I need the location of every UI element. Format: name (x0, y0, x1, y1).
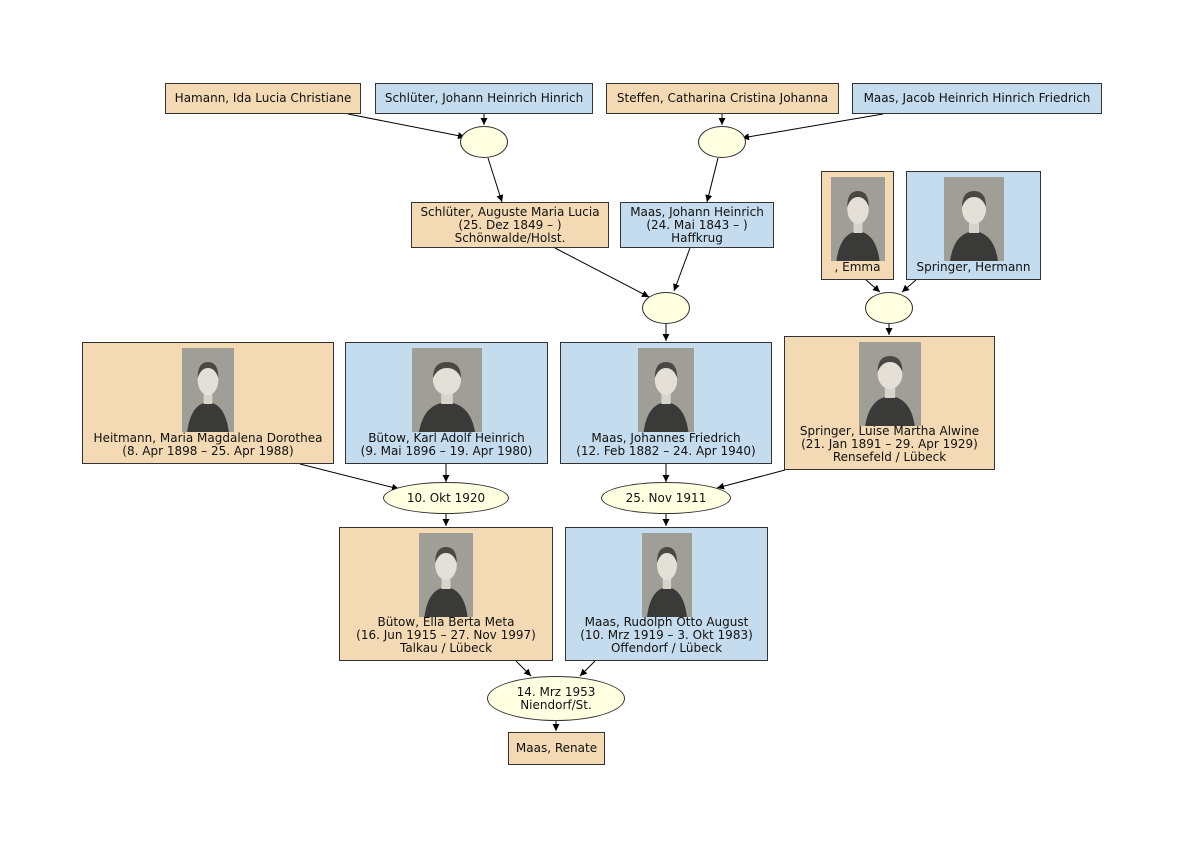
edge (554, 247, 650, 298)
person-detail: (21. Jan 1891 – 29. Apr 1929) (801, 437, 978, 451)
person-detail: (9. Mai 1896 – 19. Apr 1980) (360, 444, 533, 458)
family-node-maas-old[interactable] (698, 126, 746, 158)
person-maas-renate[interactable]: Maas, Renate (508, 732, 605, 765)
person-detail: Offendorf / Lübeck (610, 641, 723, 655)
person-name: Hamann, Ida Lucia Christiane (174, 91, 352, 105)
person-name: Schlüter, Johann Heinrich Hinrich (384, 91, 584, 105)
person-detail: Rensefeld / Lübeck (832, 450, 947, 464)
edge (487, 157, 504, 203)
edge (741, 113, 884, 141)
person-detail: (8. Apr 1898 – 25. Apr 1988) (122, 444, 294, 458)
person-hamann-ida[interactable]: Hamann, Ida Lucia Christiane (165, 83, 361, 114)
edge (716, 469, 786, 490)
edge (673, 247, 691, 292)
edge (515, 660, 532, 677)
person-name: Maas, Rudolph Otto August (584, 615, 749, 629)
marriage-place: Niendorf/St. (520, 697, 592, 712)
person-name: Bütow, Karl Adolf Heinrich (368, 431, 525, 445)
person-detail: (25. Dez 1849 – ) (458, 217, 562, 232)
person-schlueter-auguste[interactable]: Schlüter, Auguste Maria Lucia(25. Dez 18… (411, 202, 609, 248)
person-name: Maas, Renate (515, 741, 598, 755)
family-node-schlueter[interactable] (460, 126, 508, 158)
person-name: Maas, Johann Heinrich (630, 204, 764, 219)
person-name: Bütow, Ella Berta Meta (377, 615, 515, 629)
person-emma[interactable]: , Emma (821, 171, 894, 280)
person-name: Springer, Hermann (916, 260, 1031, 274)
person-name: Maas, Johannes Friedrich (591, 431, 741, 445)
edge (347, 113, 466, 140)
portrait-elderly-woman (830, 177, 885, 261)
portrait-soldier-uniform (411, 348, 482, 432)
person-detail: (10. Mrz 1919 – 3. Okt 1983) (580, 628, 753, 642)
family-node-maas-johannes[interactable]: 25. Nov 1911 (601, 482, 731, 514)
person-schlueter-johann[interactable]: Schlüter, Johann Heinrich Hinrich (375, 83, 593, 114)
person-detail: (12. Feb 1882 – 24. Apr 1940) (576, 444, 756, 458)
portrait-woman-dark-hair (858, 342, 921, 426)
person-maas-johann[interactable]: Maas, Johann Heinrich(24. Mai 1843 – )Ha… (620, 202, 774, 248)
portrait-young-woman (419, 533, 473, 617)
family-node-maas-johann[interactable] (642, 292, 690, 324)
person-detail: Schönwalde/Holst. (454, 230, 566, 245)
portrait-man-with-hat (638, 348, 694, 432)
person-maas-johannes[interactable]: Maas, Johannes Friedrich(12. Feb 1882 – … (560, 342, 772, 464)
person-name: Maas, Jacob Heinrich Hinrich Friedrich (863, 91, 1091, 105)
family-node-buetow[interactable]: 10. Okt 1920 (383, 482, 509, 514)
portrait-elderly-man (943, 177, 1004, 261)
portrait-young-woman-standing (182, 348, 234, 432)
edge (299, 463, 400, 491)
person-name: , Emma (834, 260, 881, 274)
person-maas-jacob[interactable]: Maas, Jacob Heinrich Hinrich Friedrich (852, 83, 1102, 114)
person-maas-rudolph[interactable]: Maas, Rudolph Otto August(10. Mrz 1919 –… (565, 527, 768, 661)
person-springer-hermann[interactable]: Springer, Hermann (906, 171, 1041, 280)
person-name: Springer, Luise Martha Alwine (799, 424, 980, 438)
person-detail: Haffkrug (671, 230, 723, 245)
person-detail: (24. Mai 1843 – ) (646, 217, 748, 232)
person-name: Heitmann, Maria Magdalena Dorothea (93, 431, 323, 445)
marriage-date: 14. Mrz 1953 (516, 684, 596, 699)
person-steffen-catharina[interactable]: Steffen, Catharina Cristina Johanna (606, 83, 839, 114)
edge (901, 279, 917, 293)
person-heitmann-maria[interactable]: Heitmann, Maria Magdalena Dorothea(8. Ap… (82, 342, 334, 464)
marriage-date: 25. Nov 1911 (625, 490, 707, 505)
portrait-young-man-suit (641, 533, 692, 617)
edge (705, 157, 719, 203)
person-name: Schlüter, Auguste Maria Lucia (420, 204, 600, 219)
person-name: Steffen, Catharina Cristina Johanna (616, 91, 829, 105)
marriage-date: 10. Okt 1920 (406, 490, 486, 505)
person-buetow-karl[interactable]: Bütow, Karl Adolf Heinrich(9. Mai 1896 –… (345, 342, 548, 464)
person-detail: Talkau / Lübeck (399, 641, 493, 655)
person-springer-luise[interactable]: Springer, Luise Martha Alwine(21. Jan 18… (784, 336, 995, 470)
person-buetow-ella[interactable]: Bütow, Ella Berta Meta(16. Jun 1915 – 27… (339, 527, 553, 661)
edge (579, 660, 596, 677)
family-node-springer[interactable] (865, 292, 913, 324)
person-detail: (16. Jun 1915 – 27. Nov 1997) (356, 628, 536, 642)
edge (865, 279, 881, 293)
